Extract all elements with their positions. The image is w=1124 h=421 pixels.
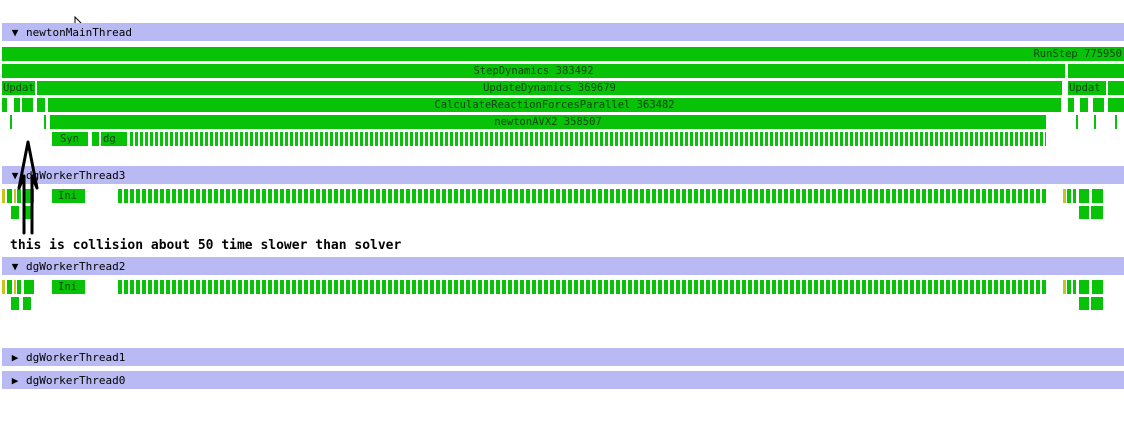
- zone-syn[interactable]: Syn: [52, 132, 88, 146]
- zone-ini[interactable]: Ini: [52, 280, 85, 294]
- zone-small[interactable]: [1073, 189, 1076, 203]
- zone-small[interactable]: [1079, 280, 1089, 294]
- zone-small[interactable]: [1091, 206, 1103, 219]
- zone-stripes-main[interactable]: [130, 132, 1046, 146]
- zone-small[interactable]: [14, 98, 20, 112]
- zone-wait[interactable]: [14, 189, 16, 203]
- zone-small[interactable]: [1067, 280, 1071, 294]
- zone-ini[interactable]: Ini: [52, 189, 85, 203]
- zone-update-right[interactable]: Updat: [1068, 81, 1106, 95]
- zone-step-dynamics-tail[interactable]: [1068, 64, 1124, 78]
- zone-small[interactable]: [1079, 189, 1089, 203]
- zone-small[interactable]: [11, 206, 19, 219]
- zone-small[interactable]: [24, 189, 34, 203]
- zone-small[interactable]: [22, 98, 33, 112]
- thread-name: dgWorkerThread0: [26, 373, 126, 387]
- zone-small[interactable]: [1080, 98, 1088, 112]
- zone-small[interactable]: [1108, 98, 1124, 112]
- zone-step-dynamics[interactable]: StepDynamics 383492: [2, 64, 1065, 78]
- zone-small[interactable]: [1091, 297, 1103, 310]
- zone-tiny[interactable]: [1115, 115, 1117, 129]
- zone-small[interactable]: [2, 98, 7, 112]
- thread-header-worker3[interactable]: ▼ dgWorkerThread3: [2, 166, 1124, 184]
- zone-small[interactable]: [17, 189, 21, 203]
- zone-small[interactable]: [1092, 189, 1103, 203]
- zone-small[interactable]: [1068, 98, 1074, 112]
- expand-triangle-icon[interactable]: ▶: [11, 373, 19, 387]
- zone-small[interactable]: [1067, 189, 1071, 203]
- zone-run-step[interactable]: RunStep 775950: [2, 47, 1124, 61]
- zone-small[interactable]: [17, 280, 21, 294]
- thread-name: newtonMainThread: [26, 25, 132, 39]
- zone-update-left[interactable]: Updat: [2, 81, 35, 95]
- thread-name: dgWorkerThread2: [26, 259, 126, 273]
- zone-update-dynamics[interactable]: UpdateDynamics 369679: [37, 81, 1062, 95]
- collapse-triangle-icon[interactable]: ▼: [11, 25, 19, 39]
- zone-small[interactable]: [7, 280, 12, 294]
- zone-small[interactable]: [1073, 280, 1076, 294]
- expand-triangle-icon[interactable]: ▶: [11, 350, 19, 364]
- zone-wait[interactable]: [1063, 280, 1066, 294]
- collapse-triangle-icon[interactable]: ▼: [11, 259, 19, 273]
- thread-name: dgWorkerThread1: [26, 350, 126, 364]
- zone-wait[interactable]: [2, 280, 5, 294]
- zone-small[interactable]: [1093, 98, 1104, 112]
- zone-wait[interactable]: [2, 189, 5, 203]
- zone-small[interactable]: [23, 297, 31, 310]
- thread-header-main[interactable]: ▼ newtonMainThread: [2, 23, 1124, 41]
- zone-newton-avx2[interactable]: newtonAVX2 358507: [50, 115, 1046, 129]
- collapse-triangle-icon[interactable]: ▼: [11, 168, 19, 182]
- annotation-text: this is collision about 50 time slower t…: [10, 238, 402, 253]
- zone-tiny[interactable]: [10, 115, 12, 129]
- zone-small[interactable]: [37, 98, 45, 112]
- zone-tiny[interactable]: [44, 115, 46, 129]
- zone-stripes-worker2[interactable]: [118, 280, 1046, 294]
- zone-small[interactable]: [1079, 206, 1089, 219]
- zone-small[interactable]: [11, 297, 19, 310]
- thread-header-worker2[interactable]: ▼ dgWorkerThread2: [2, 257, 1124, 275]
- zone-small[interactable]: [1079, 297, 1089, 310]
- zone-tiny[interactable]: [1076, 115, 1078, 129]
- zone-small[interactable]: [23, 206, 31, 219]
- zone-small[interactable]: [24, 280, 34, 294]
- thread-header-worker0[interactable]: ▶ dgWorkerThread0: [2, 371, 1124, 389]
- zone-calculate-reaction-forces[interactable]: CalculateReactionForcesParallel 363482: [48, 98, 1061, 112]
- zone-update-right-tail[interactable]: [1108, 81, 1124, 95]
- zone-small[interactable]: [92, 132, 99, 146]
- zone-small[interactable]: [1092, 280, 1103, 294]
- up-arrow-annotation-icon: [17, 140, 39, 235]
- zone-dg[interactable]: dg: [101, 132, 127, 146]
- zone-small[interactable]: [7, 189, 12, 203]
- zone-wait[interactable]: [14, 280, 16, 294]
- thread-header-worker1[interactable]: ▶ dgWorkerThread1: [2, 348, 1124, 366]
- zone-tiny[interactable]: [1094, 115, 1096, 129]
- zone-stripes-worker3[interactable]: [118, 189, 1046, 203]
- thread-name: dgWorkerThread3: [26, 168, 126, 182]
- zone-wait[interactable]: [1063, 189, 1066, 203]
